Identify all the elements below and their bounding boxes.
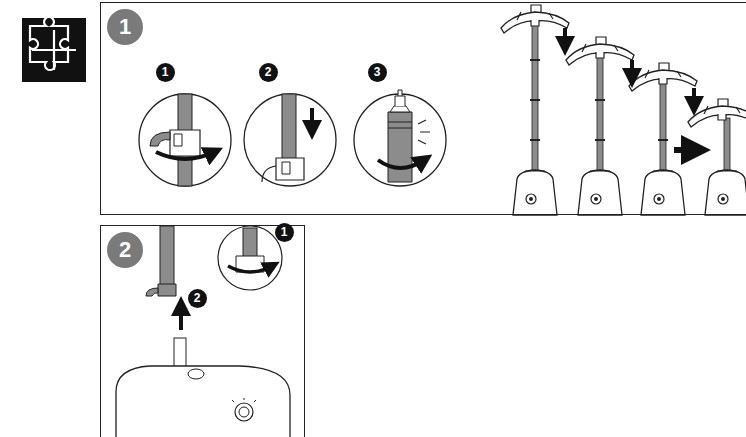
callout-number: 2 <box>259 63 278 82</box>
assembly-icon <box>22 17 86 82</box>
step-panel: 1 <box>100 2 746 215</box>
pole-attach <box>116 226 290 437</box>
callout-number: 1 <box>275 223 294 242</box>
callout-number: 1 <box>156 63 175 82</box>
inset-open-clamp <box>139 94 231 186</box>
step-number: 1 <box>107 9 143 45</box>
callout-number: 3 <box>368 63 387 82</box>
callout-number: 2 <box>188 289 207 308</box>
inset-twist-lock <box>354 90 446 186</box>
step-panel: 2 <box>100 225 305 437</box>
step-number: 2 <box>107 232 143 268</box>
steamer-sequence <box>501 5 746 215</box>
inset-slide-down <box>244 94 336 186</box>
